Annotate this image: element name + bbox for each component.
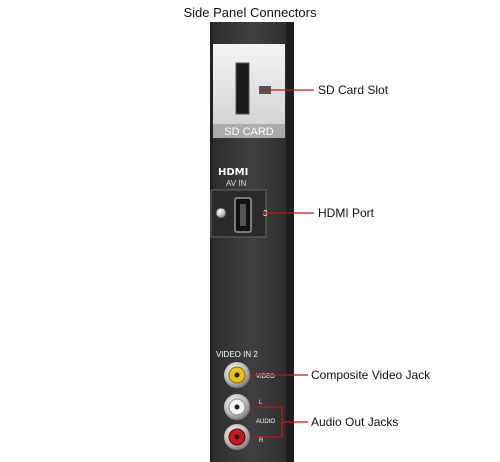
hdmi-port-inner	[240, 204, 246, 226]
audio-label: AUDIO	[256, 419, 275, 425]
audio-out-jacks-label: Audio Out Jacks	[311, 415, 399, 429]
sd-card-label-band	[213, 124, 285, 138]
sd-card-label-text: SD CARD	[224, 126, 274, 138]
video-in-label: VIDEO IN 2	[216, 350, 258, 359]
sd-card-slot-label: SD Card Slot	[318, 83, 389, 97]
panel-right-edge	[286, 22, 294, 462]
audio-right-label: R	[259, 438, 264, 444]
hdmi-port-label: HDMI Port	[318, 206, 375, 220]
audio-left-label: L	[259, 400, 263, 406]
hdmi-logo: HDMI	[218, 167, 248, 178]
av-in-label: AV IN	[226, 179, 247, 188]
hdmi-screw	[215, 207, 227, 219]
diagram-title: Side Panel Connectors	[183, 5, 317, 20]
sd-card-slot[interactable]	[235, 62, 250, 115]
panel-left-edge	[210, 22, 213, 462]
video-jack-label: VIDEO	[256, 374, 275, 380]
video-jack-hole	[234, 372, 240, 378]
audio-right-jack-hole	[234, 434, 240, 440]
audio-left-jack-hole	[234, 404, 240, 410]
composite-video-jack-label: Composite Video Jack	[311, 368, 431, 382]
callout-lines	[250, 89, 314, 438]
